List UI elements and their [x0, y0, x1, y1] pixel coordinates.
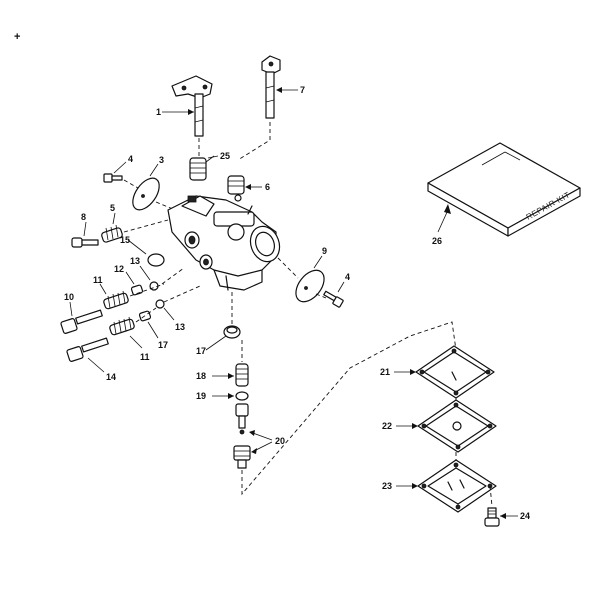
label-7: 7 [300, 85, 305, 95]
idle-speed-screw [71, 237, 99, 248]
throttle-spring [189, 155, 215, 181]
label-11-lower: 11 [140, 352, 150, 362]
gasket-washer [235, 391, 249, 401]
label-20: 20 [275, 436, 285, 446]
mixture-spring-upper [103, 290, 129, 310]
label-8: 8 [81, 212, 86, 222]
choke-spring [227, 175, 245, 202]
label-15: 15 [120, 235, 130, 245]
choke-shaft [261, 55, 281, 119]
carburetor-body [167, 195, 281, 291]
label-4-upper: 4 [128, 154, 133, 164]
choke-plate [295, 269, 325, 303]
diaphragm-cover-23 [417, 459, 497, 513]
label-22: 22 [382, 421, 392, 431]
o-ring-lower [155, 299, 165, 309]
throttle-plate [132, 177, 160, 211]
label-25: 25 [220, 151, 230, 161]
repair-kit-box: REPAIR KIT [427, 142, 581, 237]
label-6: 6 [265, 182, 270, 192]
label-18: 18 [196, 371, 206, 381]
label-24: 24 [520, 511, 530, 521]
label-5: 5 [110, 203, 115, 213]
label-13-lower: 13 [175, 322, 185, 332]
idle-speed-spring [101, 224, 123, 243]
label-12: 12 [114, 264, 124, 274]
label-26: 26 [432, 236, 442, 246]
gasket-21 [415, 345, 495, 399]
label-9: 9 [322, 246, 327, 256]
choke-plate-screw [323, 290, 344, 308]
inlet-needle-spring [235, 363, 249, 387]
label-23: 23 [382, 481, 392, 491]
label-17-lower: 17 [196, 346, 206, 356]
mixture-spring-lower [109, 316, 135, 336]
label-3: 3 [159, 155, 164, 165]
label-11-upper: 11 [93, 275, 103, 285]
cup-plug [223, 325, 241, 339]
corner-mark: + [14, 31, 20, 43]
inlet-needle-valve [235, 403, 249, 435]
diaphragm-22 [417, 399, 497, 453]
label-19: 19 [196, 391, 206, 401]
welch-plug [147, 253, 165, 267]
inlet-seat-fitting [233, 445, 251, 469]
cover-screw [484, 507, 500, 527]
throttle-shaft [171, 75, 213, 137]
main-mixture-needle [66, 337, 109, 362]
idle-mixture-needle [60, 309, 103, 334]
label-21: 21 [380, 367, 390, 377]
label-10: 10 [64, 292, 74, 302]
label-17-mid: 17 [158, 340, 168, 350]
label-14: 14 [106, 372, 116, 382]
label-13-upper: 13 [130, 256, 140, 266]
label-1: 1 [156, 107, 161, 117]
label-4-right: 4 [345, 272, 350, 282]
throttle-plate-screw [103, 173, 123, 183]
